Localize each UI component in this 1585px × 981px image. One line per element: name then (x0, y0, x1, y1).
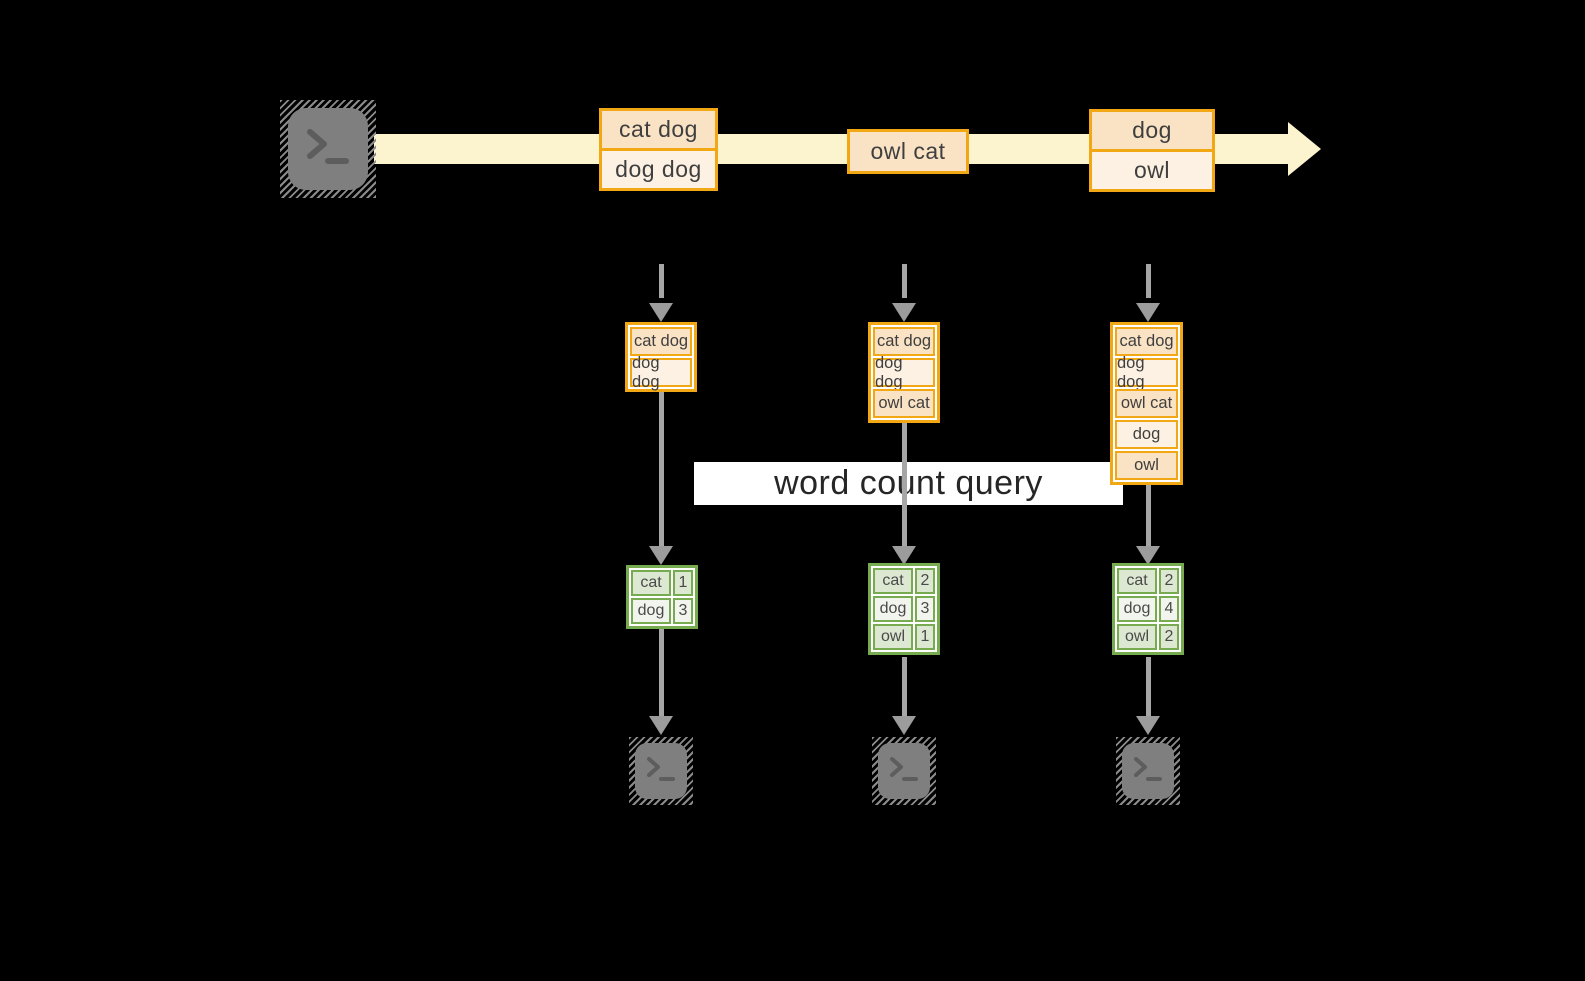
table-row: dog 3 (631, 598, 693, 624)
word-cell: owl (873, 624, 913, 650)
state-line: dog (1115, 420, 1178, 449)
table-row: owl 1 (873, 624, 935, 650)
down-arrow-icon (892, 716, 916, 735)
sink-terminal-icon-3 (1116, 737, 1180, 805)
query-label: word count query (774, 464, 1043, 502)
terminal-prompt-icon (307, 129, 349, 164)
count-table-3: cat 2 dog 4 owl 2 (1112, 563, 1184, 655)
dashed-arrow-line (902, 264, 907, 298)
word-cell: owl (1117, 624, 1157, 650)
state-stack-1: cat dog dog dog (625, 322, 697, 392)
arrow-line (1146, 657, 1151, 716)
event-line: owl (1092, 152, 1212, 189)
event-line: owl cat (850, 132, 966, 171)
state-line: owl cat (1115, 389, 1178, 418)
arrow-line (659, 629, 664, 716)
down-arrow-icon (892, 303, 916, 322)
down-arrow-icon (1136, 303, 1160, 322)
state-stack-2: cat dog dog dog owl cat (868, 322, 940, 423)
state-line: dog dog (1115, 354, 1178, 391)
state-stack-3: cat dog dog dog owl cat dog owl (1110, 322, 1183, 485)
state-line: owl (1115, 451, 1178, 480)
terminal-prompt-icon (890, 757, 918, 781)
down-arrow-icon (649, 303, 673, 322)
terminal-prompt-icon (647, 757, 675, 781)
terminal-icon (878, 743, 930, 799)
dashed-arrow-line (1146, 264, 1151, 298)
word-cell: cat (1117, 568, 1157, 594)
arrow-line (659, 388, 664, 548)
count-table-2: cat 2 dog 3 owl 1 (868, 563, 940, 655)
terminal-icon (1122, 743, 1174, 799)
terminal-prompt-icon (1134, 757, 1162, 781)
count-cell: 1 (673, 570, 693, 596)
word-cell: dog (873, 596, 913, 622)
event-line: dog dog (602, 151, 715, 188)
down-arrow-icon (1136, 716, 1160, 735)
sink-terminal-icon-2 (872, 737, 936, 805)
count-cell: 2 (1159, 568, 1179, 594)
state-line: cat dog (630, 327, 692, 356)
stream-arrow-head-icon (1288, 122, 1321, 176)
table-row: cat 2 (873, 568, 935, 594)
word-cell: dog (1117, 596, 1157, 622)
count-table-1: cat 1 dog 3 (626, 565, 698, 629)
word-cell: cat (631, 570, 671, 596)
count-cell: 3 (915, 596, 935, 622)
word-cell: cat (873, 568, 913, 594)
source-terminal-icon (280, 100, 376, 198)
sink-terminal-icon-1 (629, 737, 693, 805)
terminal-icon (288, 108, 368, 190)
stream-event-1: cat dog dog dog (599, 108, 718, 191)
arrow-line (902, 657, 907, 716)
query-band: word count query (694, 462, 1123, 505)
count-cell: 2 (915, 568, 935, 594)
stream-event-3: dog owl (1089, 109, 1215, 192)
state-line: dog dog (630, 354, 692, 391)
state-line: cat dog (1115, 327, 1178, 356)
terminal-icon (635, 743, 687, 799)
table-row: owl 2 (1117, 624, 1179, 650)
count-cell: 1 (915, 624, 935, 650)
arrow-line (902, 419, 907, 548)
count-cell: 4 (1159, 596, 1179, 622)
table-row: cat 1 (631, 570, 693, 596)
dashed-arrow-line (659, 264, 664, 298)
table-row: dog 4 (1117, 596, 1179, 622)
down-arrow-icon (649, 546, 673, 565)
table-row: dog 3 (873, 596, 935, 622)
state-line: cat dog (873, 327, 935, 356)
count-cell: 3 (673, 598, 693, 624)
down-arrow-icon (892, 546, 916, 565)
stream-event-2: owl cat (847, 129, 969, 174)
arrow-line (1146, 481, 1151, 548)
event-line: dog (1092, 112, 1212, 149)
count-cell: 2 (1159, 624, 1179, 650)
state-line: dog dog (873, 354, 935, 391)
table-row: cat 2 (1117, 568, 1179, 594)
event-line: cat dog (602, 111, 715, 148)
down-arrow-icon (1136, 546, 1160, 565)
state-line: owl cat (873, 389, 935, 418)
down-arrow-icon (649, 716, 673, 735)
word-cell: dog (631, 598, 671, 624)
